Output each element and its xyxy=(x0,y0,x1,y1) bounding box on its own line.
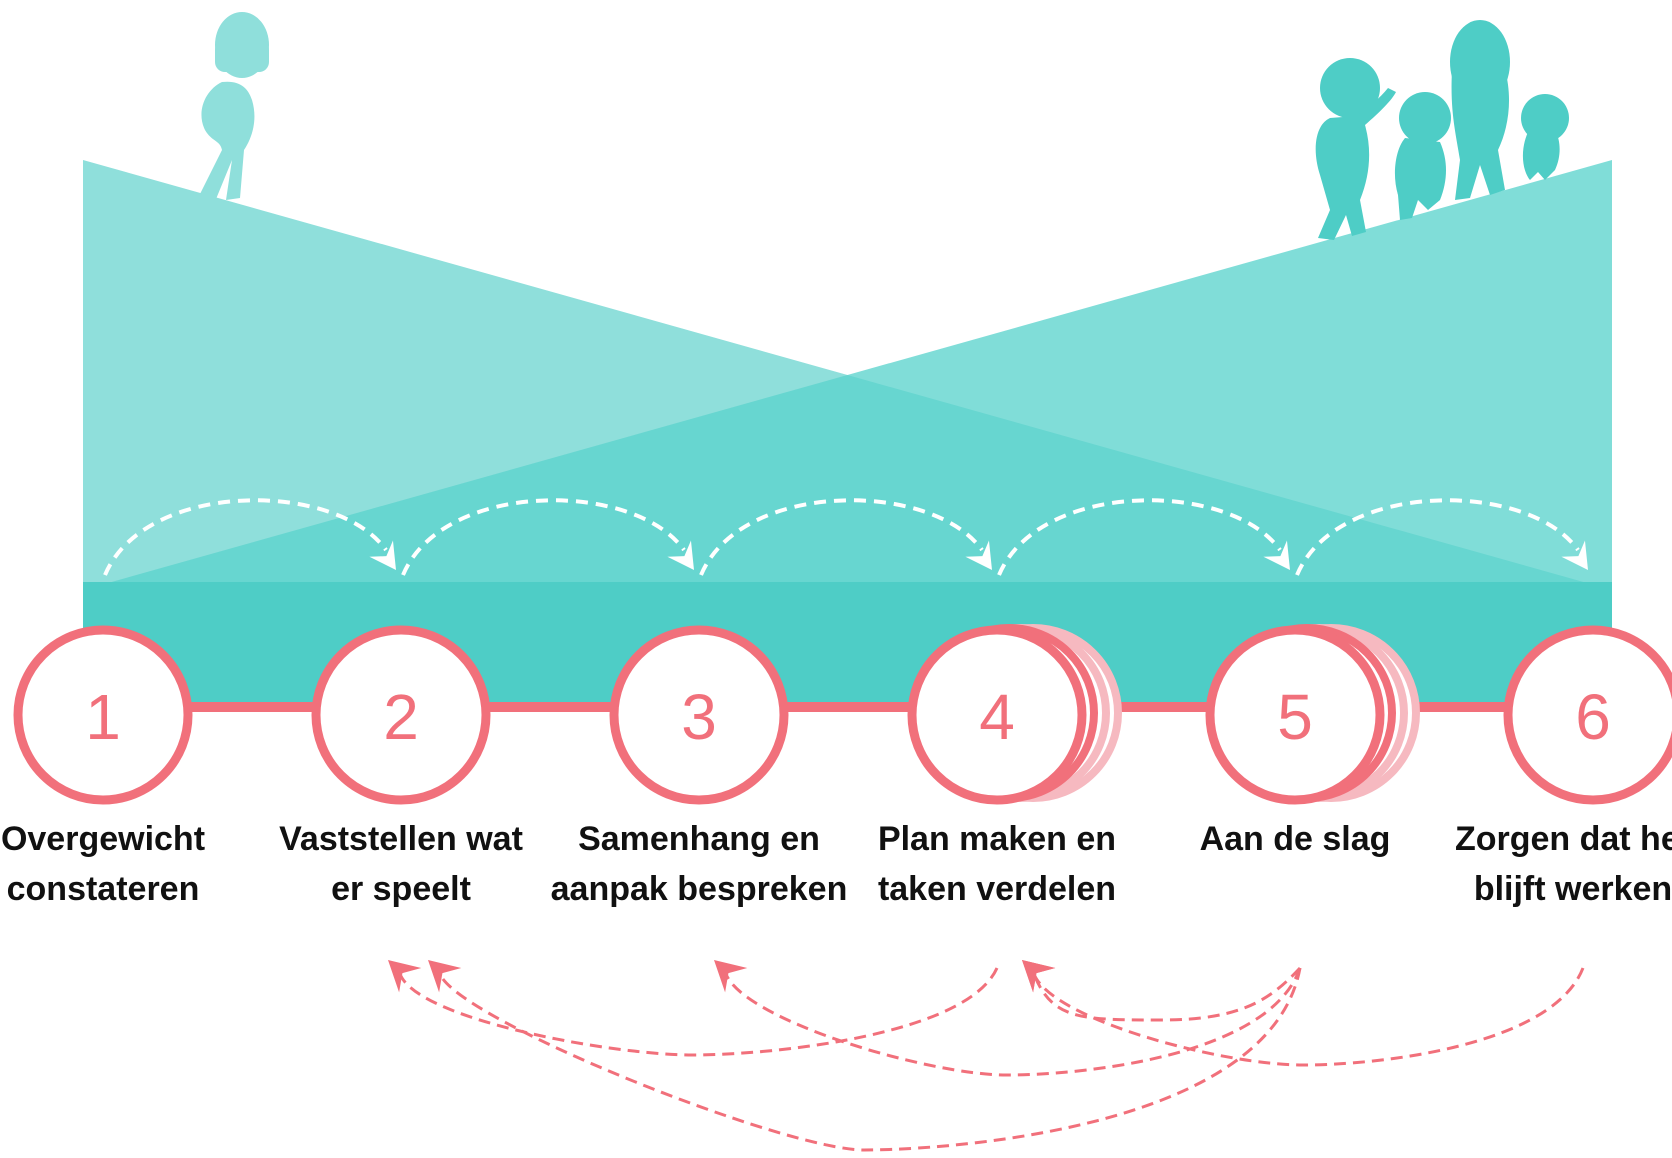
step-3: 3 xyxy=(609,625,789,805)
step-circles: 1 2 3 4 5 6 xyxy=(13,624,1672,805)
increasing-triangle xyxy=(83,160,1612,590)
forward-arrow-3-4 xyxy=(699,498,984,576)
crossing-triangles xyxy=(83,160,1612,710)
arrowhead xyxy=(369,540,396,570)
forward-arrow-5-6 xyxy=(1295,498,1580,576)
step-label-line1: Aan de slag xyxy=(1200,820,1391,858)
step-circle xyxy=(1205,625,1385,805)
step-circle xyxy=(609,625,789,805)
step-number: 4 xyxy=(979,681,1015,753)
step-5: 5 xyxy=(1205,624,1420,805)
arrowhead xyxy=(965,540,992,570)
step-label-line1: Zorgen dat het xyxy=(1455,820,1672,858)
feedback-arrows xyxy=(388,960,1585,1152)
step-number: 2 xyxy=(383,681,419,753)
step-number: 6 xyxy=(1575,681,1611,753)
step-label-line1: Overgewicht xyxy=(1,820,205,858)
step-label-line1: Vaststellen wat xyxy=(279,820,523,858)
step-label-line1: Plan maken en xyxy=(878,820,1116,858)
forward-arrow-2-3 xyxy=(401,498,686,576)
forward-arrow-4-5 xyxy=(997,498,1282,576)
feedback-arrow-5-4 xyxy=(1032,966,1302,1022)
step-1: 1 xyxy=(13,625,193,805)
feedback-arrow-4-2 xyxy=(398,967,999,1057)
step-label-line2: taken verdelen xyxy=(878,870,1116,908)
arrowhead xyxy=(428,960,462,993)
step-label-line2: aanpak bespreken xyxy=(551,870,848,908)
feedback-arrow-5-2 xyxy=(438,967,1302,1152)
step-labels: Overgewicht constateren Vaststellen wat er … xyxy=(1,820,1672,908)
feedback-arrow-6-4 xyxy=(1032,967,1585,1067)
step-circle xyxy=(311,625,491,805)
step-label-line2: constateren xyxy=(7,870,200,908)
step-4: 4 xyxy=(907,624,1122,805)
step-number: 1 xyxy=(85,681,121,753)
step-2: 2 xyxy=(311,625,491,805)
feedback-arrow-5-3 xyxy=(724,967,1302,1077)
arrowhead xyxy=(1022,960,1056,993)
forward-arrow-1-2 xyxy=(103,498,388,576)
arrowhead xyxy=(667,540,694,570)
arrowhead xyxy=(1263,540,1290,570)
step-6: 6 xyxy=(1503,625,1672,805)
forward-arrows xyxy=(103,498,1588,576)
step-circle xyxy=(1503,625,1672,805)
step-label-line2: er speelt xyxy=(331,870,471,908)
step-number: 5 xyxy=(1277,681,1313,753)
step-number: 3 xyxy=(681,681,717,753)
family-group-icon xyxy=(1315,20,1569,240)
step-label-line1: Samenhang en xyxy=(578,820,820,858)
single-person-icon xyxy=(196,12,269,204)
step-circle xyxy=(13,625,193,805)
step-label-line2: blijft werken xyxy=(1474,870,1672,908)
arrowhead xyxy=(388,960,422,993)
arrowhead xyxy=(714,960,748,993)
step-circle xyxy=(907,625,1087,805)
arrowhead xyxy=(1561,540,1588,570)
